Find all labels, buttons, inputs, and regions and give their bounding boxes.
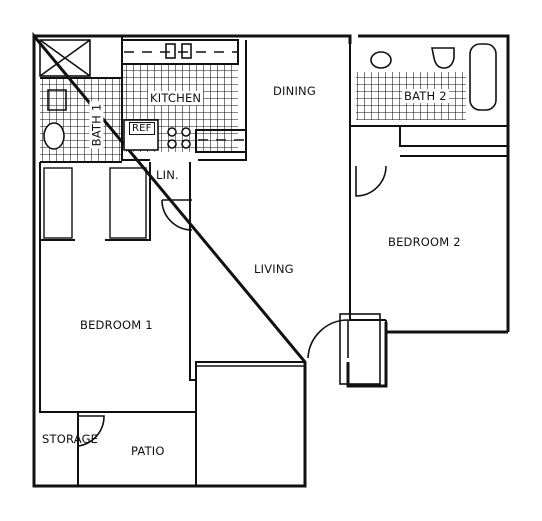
bath1-tub-x xyxy=(39,39,91,77)
bedroom2-door xyxy=(355,165,387,197)
room-label-living: LIVING xyxy=(254,262,294,276)
kitchen-counter-bottom xyxy=(195,129,247,153)
room-label-kitchen: KITCHEN xyxy=(148,91,204,105)
burner-1 xyxy=(167,127,177,137)
bath2-toilet xyxy=(431,47,455,69)
closet-walls xyxy=(39,162,151,241)
entry-closet xyxy=(339,313,381,385)
room-label-bath1: BATH 1 xyxy=(89,101,104,149)
doors xyxy=(77,165,387,447)
bedroom2-closet-wall xyxy=(399,126,508,157)
bath1-wall xyxy=(40,77,122,163)
sink-basin-left xyxy=(165,43,176,59)
burner-4 xyxy=(181,139,191,149)
bath2-sink xyxy=(370,51,392,69)
room-label-storage: STORAGE xyxy=(42,432,99,446)
storage-wall xyxy=(40,411,79,486)
burner-2 xyxy=(181,127,191,137)
wardrobes xyxy=(43,167,147,239)
walls xyxy=(32,31,510,488)
bath2-tub xyxy=(469,43,497,111)
room-label-dining: DINING xyxy=(273,84,316,98)
burner-3 xyxy=(167,139,177,149)
room-label-bedroom1: BEDROOM 1 xyxy=(80,318,153,332)
bath1-sink xyxy=(43,122,65,150)
storage-door xyxy=(77,415,105,447)
bath2-fixtures xyxy=(370,43,497,111)
room-label-bath2: BATH 2 xyxy=(402,89,449,103)
entry-door xyxy=(307,319,349,359)
room-label-patio: PATIO xyxy=(131,444,165,458)
bedroom1-wall xyxy=(39,240,197,486)
bedroom2-wall xyxy=(349,126,387,332)
bath1-fixtures xyxy=(39,39,91,150)
counter-dashes xyxy=(124,51,244,141)
sink-basin-right xyxy=(181,43,192,59)
room-label-bedroom2: BEDROOM 2 xyxy=(388,235,461,249)
bath1-toilet xyxy=(47,89,67,111)
room-label-linen: LIN. xyxy=(156,168,179,182)
ref-label: REF xyxy=(129,122,155,135)
patio-slider xyxy=(78,365,305,413)
bath1-tub xyxy=(39,39,91,77)
linen-door xyxy=(161,199,193,231)
